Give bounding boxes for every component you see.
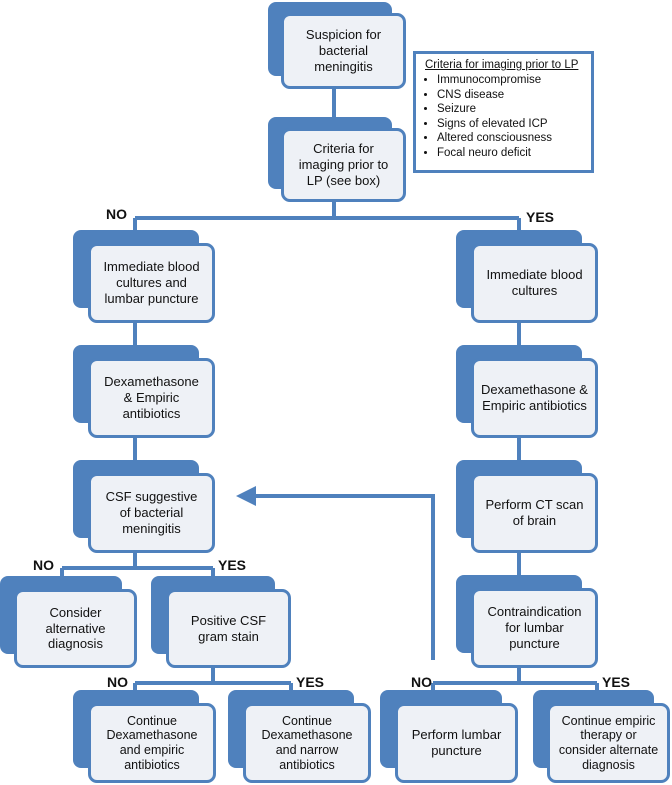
label-csf-yes: YES xyxy=(218,557,247,573)
criteria-item: Focal neuro deficit xyxy=(437,146,585,161)
node-csf: CSF suggestive of bacterial meningitis xyxy=(73,460,215,553)
node-perform-lp: Perform lumbar puncture xyxy=(380,690,518,783)
criteria-item: Signs of elevated ICP xyxy=(437,117,585,132)
return-arrowhead xyxy=(236,486,256,506)
node-gram-stain: Positive CSF gram stain xyxy=(151,576,291,668)
criteria-item: Altered consciousness xyxy=(437,131,585,146)
node-right-dexa: Dexamethasone & Empiric antibiotics xyxy=(456,345,598,438)
label-contra-yes: YES xyxy=(602,674,631,690)
criteria-item: Immunocompromise xyxy=(437,73,585,88)
node-continue-alternate: Continue empiric therapy or consider alt… xyxy=(533,690,670,783)
node-criteria: Criteria for imaging prior to LP (see bo… xyxy=(268,117,406,202)
criteria-list: Immunocompromise CNS disease Seizure Sig… xyxy=(425,73,585,160)
connector-return-arrow xyxy=(252,494,435,660)
node-alt-diagnosis: Consider alternative diagnosis xyxy=(0,576,137,668)
node-continue-empiric: Continue Dexamethasone and empiric antib… xyxy=(73,690,216,783)
node-suspicion: Suspicion for bacterial meningitis xyxy=(268,2,406,89)
label-gram-yes: YES xyxy=(296,674,325,690)
node-ct: Perform CT scan of brain xyxy=(456,460,598,553)
criteria-box-title: Criteria for imaging prior to LP xyxy=(425,59,579,71)
criteria-item: Seizure xyxy=(437,102,585,117)
label-main-no: NO xyxy=(106,206,127,222)
label-contra-no: NO xyxy=(411,674,432,690)
label-main-yes: YES xyxy=(526,209,555,225)
criteria-box: Criteria for imaging prior to LP Immunoc… xyxy=(413,51,594,173)
label-gram-no: NO xyxy=(107,674,128,690)
criteria-item: CNS disease xyxy=(437,88,585,103)
node-left-dexa: Dexamethasone & Empiric antibiotics xyxy=(73,345,215,438)
node-continue-narrow: Continue Dexamethasone and narrow antibi… xyxy=(228,690,371,783)
node-contraindication: Contraindication for lumbar puncture xyxy=(456,575,598,668)
node-left-cultures: Immediate blood cultures and lumbar punc… xyxy=(73,230,215,323)
node-right-cultures: Immediate blood cultures xyxy=(456,230,598,323)
label-csf-no: NO xyxy=(33,557,54,573)
